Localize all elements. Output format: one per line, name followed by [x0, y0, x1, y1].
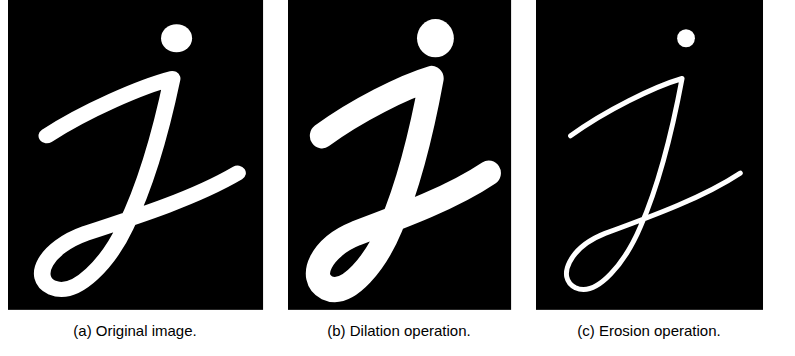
letter-dot	[677, 29, 695, 47]
erosion-panel	[536, 0, 763, 310]
panel-caption: (c) Erosion operation.	[577, 322, 720, 339]
letter-stroke	[318, 78, 489, 289]
letter-stroke	[566, 78, 740, 289]
letter-dot	[417, 19, 454, 57]
black-background	[8, 0, 263, 310]
letter-stroke	[42, 78, 237, 289]
letter-dot	[161, 24, 192, 52]
original-panel	[8, 0, 263, 310]
panel-caption: (a) Original image.	[73, 322, 196, 339]
black-background	[536, 0, 763, 310]
black-background	[288, 0, 511, 310]
dilation-panel	[288, 0, 511, 310]
panel-caption: (b) Dilation operation.	[327, 322, 470, 339]
